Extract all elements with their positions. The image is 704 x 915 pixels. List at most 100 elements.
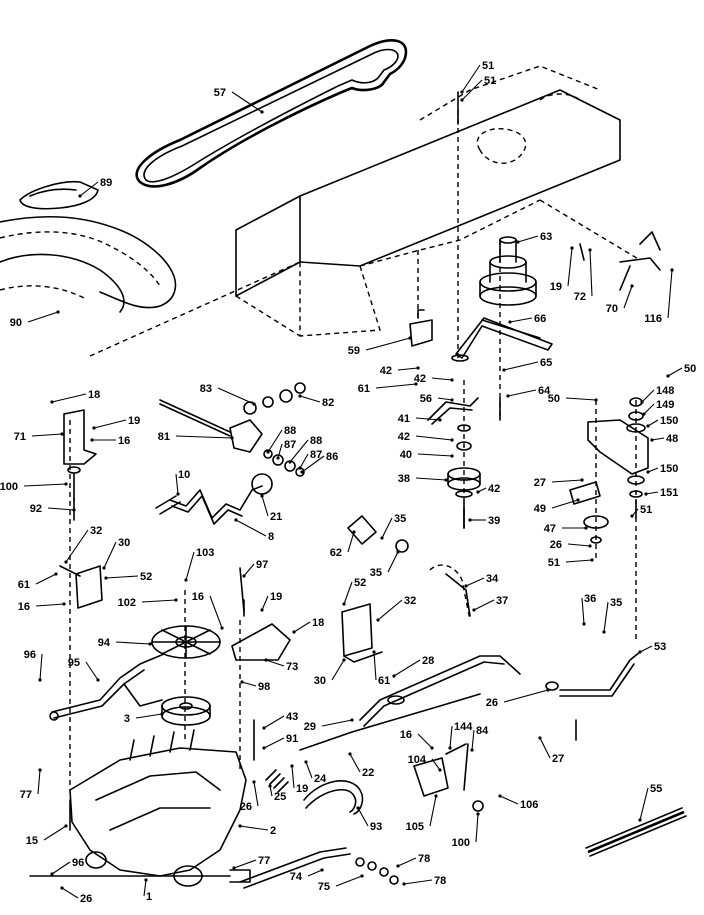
callout-dot xyxy=(644,492,648,496)
callout-dot xyxy=(304,760,308,764)
callout: 51 xyxy=(548,557,594,569)
callout-dot xyxy=(396,864,400,868)
callout-leader xyxy=(397,367,419,371)
callout-dot xyxy=(240,680,244,684)
callout-dot xyxy=(416,366,420,370)
callout-dot xyxy=(298,466,302,470)
callout-dot xyxy=(498,794,502,798)
callout: 34 xyxy=(464,573,499,588)
callout-leader xyxy=(639,645,653,653)
callout-leader xyxy=(47,507,75,511)
callout-leader xyxy=(651,437,665,441)
callout: 104 xyxy=(408,754,442,772)
callout-leader xyxy=(233,859,257,869)
callout-dot xyxy=(50,872,54,876)
callout: 87 xyxy=(276,439,296,460)
mounting-bracket-center xyxy=(341,603,383,663)
callout-number: 71 xyxy=(14,431,26,443)
callout-number: 10 xyxy=(178,469,190,481)
callout: 88 xyxy=(266,425,296,454)
callout-leader xyxy=(623,285,633,309)
callout-leader xyxy=(565,397,597,401)
callout: 96 xyxy=(24,649,43,682)
callout-leader xyxy=(217,387,255,405)
callout-leader xyxy=(429,795,437,827)
callout-leader xyxy=(343,581,353,605)
callout-number: 98 xyxy=(258,681,270,693)
callout-number: 15 xyxy=(26,835,38,847)
callout-number: 78 xyxy=(434,875,446,887)
callout-dot xyxy=(288,460,292,464)
callout-number: 47 xyxy=(544,523,556,535)
callout-number: 92 xyxy=(30,503,42,515)
assembly-axis-lines xyxy=(69,110,637,790)
callout-dot xyxy=(650,438,654,442)
callout-dot xyxy=(380,536,384,540)
callout-dot xyxy=(638,650,642,654)
callout-dot xyxy=(230,436,234,440)
callout-leader xyxy=(397,857,417,867)
callout-number: 86 xyxy=(326,451,338,463)
callout-dot xyxy=(444,478,448,482)
callout-dot xyxy=(72,508,76,512)
callout-dot xyxy=(642,412,646,416)
callout-leader xyxy=(449,725,453,749)
callout-dot xyxy=(476,812,480,816)
callout-dot xyxy=(448,746,452,750)
callout: 50 xyxy=(548,393,598,405)
callout-number: 77 xyxy=(258,855,270,867)
callout: 93 xyxy=(356,806,382,833)
callout-number: 151 xyxy=(660,487,678,499)
callout-number: 22 xyxy=(362,767,374,779)
callout-number: 26 xyxy=(80,893,92,905)
callout-leader xyxy=(39,653,43,681)
callout-dot xyxy=(290,764,294,768)
callout-number: 16 xyxy=(18,601,30,613)
callout-leader xyxy=(465,577,485,587)
callout: 16 xyxy=(18,601,66,613)
callout-dot xyxy=(360,874,364,878)
callout-number: 35 xyxy=(370,567,382,579)
callout-leader xyxy=(239,825,269,831)
callout: 102 xyxy=(118,597,178,609)
callout-dot xyxy=(538,736,542,740)
callout: 49 xyxy=(534,498,580,515)
callout: 28 xyxy=(392,655,434,678)
callout-leader xyxy=(565,559,593,563)
callout-number: 116 xyxy=(644,313,662,325)
callout-dot xyxy=(262,746,266,750)
callout-number: 82 xyxy=(322,397,334,409)
callout-number: 51 xyxy=(548,557,560,569)
callout-leader xyxy=(35,603,65,607)
callout: 105 xyxy=(406,794,438,833)
callout: 75 xyxy=(318,874,364,893)
callout-number: 96 xyxy=(24,649,36,661)
callout-dot xyxy=(298,394,302,398)
callout-leader xyxy=(461,79,483,101)
callout-leader xyxy=(645,491,659,495)
callout: 27 xyxy=(534,477,584,489)
callout-dot xyxy=(638,818,642,822)
callout-leader xyxy=(393,659,421,677)
callout-number: 87 xyxy=(284,439,296,451)
callout-leader xyxy=(567,247,573,287)
callout-dot xyxy=(580,478,584,482)
callout-dot xyxy=(584,526,588,530)
callout-dot xyxy=(242,574,246,578)
callout-dot xyxy=(460,98,464,102)
callout-dot xyxy=(260,608,264,612)
idler-arm xyxy=(427,397,479,425)
callout-dot xyxy=(350,718,354,722)
callout-leader xyxy=(65,529,89,563)
callout-number: 26 xyxy=(240,801,252,813)
callout-dot xyxy=(646,424,650,428)
callout-number: 81 xyxy=(158,431,170,443)
callout-dot xyxy=(38,768,42,772)
callout-number: 102 xyxy=(118,597,136,609)
callout-number: 90 xyxy=(10,317,22,329)
callout-number: 36 xyxy=(584,593,596,605)
callout-leader xyxy=(35,573,57,585)
callout: 24 xyxy=(304,760,327,785)
callout-leader xyxy=(349,753,361,773)
callout-leader xyxy=(667,269,673,319)
